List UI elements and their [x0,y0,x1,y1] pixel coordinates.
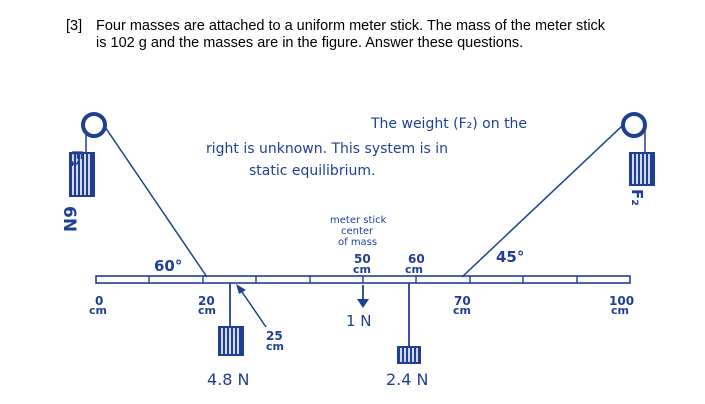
mass-25cm-weight: 4.8 N [207,370,250,389]
position-marks: 0 cm 20 cm 25 cm 60 cm 70 cm 100 cm [89,252,634,353]
mark-50-unit: cm [353,263,371,276]
left-string [102,123,208,278]
note-line-3: static equilibrium. [249,163,375,179]
meter-stick [95,275,631,284]
right-string [461,125,623,278]
left-pulley-icon [81,112,107,138]
right-support: F₂ 45° [461,112,655,278]
right-hanging-mass [629,152,655,186]
note-line-1: The weight (F₂) on the [370,116,527,132]
mark-20-number: 20 [198,294,215,308]
right-pulley-icon [621,112,647,138]
question-text: [3] Four masses are attached to a uniform… [66,18,686,52]
right-angle-label: 45° [496,248,524,266]
question-line-1: Four masses are attached to a uniform me… [96,18,606,34]
mass-at-60cm: 2.4 N [386,283,429,389]
left-force-value: 6N [59,206,79,232]
left-support: F₁ 6N 60° [59,112,208,278]
mark-50-number: 50 [354,252,371,266]
right-force-label: F₂ [628,189,646,206]
mark-100-unit: cm [611,304,629,317]
left-force-label: F₁ [68,150,86,167]
com-line-3: of mass [338,237,377,248]
mass-60cm-weight: 2.4 N [386,370,429,389]
left-angle-label: 60° [154,257,182,275]
question-line-2: is 102 g and the masses are in the figur… [96,35,524,51]
mark-70-unit: cm [453,304,471,317]
com-weight-label: 1 N [346,312,372,330]
mark-25-unit: cm [266,340,284,353]
pointer-arrow-shaft [239,288,267,328]
center-of-mass: meter stick center of mass 50 cm 1 N [330,215,387,330]
com-arrow-icon [357,299,369,308]
left-hanging-mass [69,152,95,197]
diagram-note: The weight (F₂) on the right is unknown.… [206,116,527,179]
mark-20-unit: cm [198,304,216,317]
question-number: [3] [66,18,83,34]
mark-60-number: 60 [408,252,425,266]
mark-0-unit: cm [89,304,107,317]
note-line-2: right is unknown. This system is in [206,141,448,157]
com-line-2: center [341,226,374,237]
mark-25-number: 25 [266,329,283,343]
mass-at-25cm: 4.8 N [207,283,267,389]
mark-60-unit: cm [405,263,423,276]
mark-70-number: 70 [454,294,471,308]
com-line-1: meter stick [330,215,387,226]
pointer-arrow-icon [236,284,246,294]
mark-100-number: 100 [609,294,634,308]
mark-0-number: 0 [95,294,103,308]
